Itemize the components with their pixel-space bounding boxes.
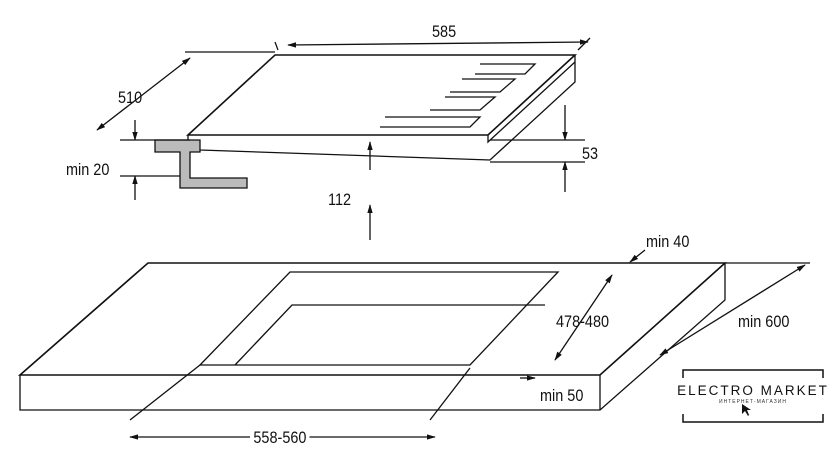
worktop bbox=[17, 262, 728, 411]
hob bbox=[185, 54, 578, 161]
dim-height-total: 112 bbox=[328, 190, 352, 209]
dim-worktop-depth: min 600 bbox=[738, 312, 790, 331]
logo-subtitle: ИНТЕРНЕТ-МАГАЗИН bbox=[719, 399, 787, 405]
dim-cutout-width: 558-560 bbox=[250, 428, 310, 448]
dim-min-under: min 20 bbox=[66, 160, 110, 179]
dim-cutout-depth: 478-480 bbox=[556, 312, 610, 331]
logo-title: ELECTRO MARKET bbox=[671, 383, 835, 398]
cursor-icon bbox=[742, 404, 751, 416]
dim-height-top: 53 bbox=[582, 144, 599, 163]
bracket bbox=[154, 139, 248, 189]
electro-market-logo: ELECTRO MARKET ИНТЕРНЕТ-МАГАЗИН bbox=[671, 370, 835, 422]
dim-min-front: min 50 bbox=[540, 386, 584, 405]
dim-depth: 510 bbox=[118, 88, 143, 107]
dim-width: 585 bbox=[432, 22, 457, 41]
dim-min-back: min 40 bbox=[646, 232, 690, 251]
